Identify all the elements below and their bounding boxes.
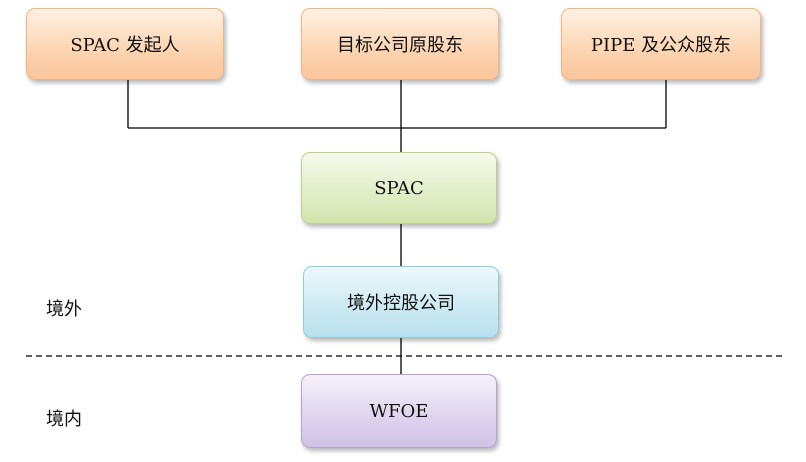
target-shareholders-box: 目标公司原股东 xyxy=(301,8,499,80)
offshore-holding-box: 境外控股公司 xyxy=(303,266,499,338)
onshore-region-label: 境内 xyxy=(46,409,82,430)
sponsor-box: SPAC 发起人 xyxy=(26,8,224,80)
spac-label: SPAC xyxy=(374,177,424,199)
offshore-region-label: 境外 xyxy=(46,299,82,320)
offshore-holding-label: 境外控股公司 xyxy=(347,293,455,314)
spac-box: SPAC xyxy=(301,152,497,224)
pipe-label: PIPE 及公众股东 xyxy=(590,35,732,56)
pipe-box: PIPE 及公众股东 xyxy=(561,8,761,80)
target-shareholders-label: 目标公司原股东 xyxy=(337,35,463,56)
wfoe-label: WFOE xyxy=(369,400,429,422)
wfoe-box: WFOE xyxy=(301,374,497,448)
sponsor-label: SPAC 发起人 xyxy=(70,35,180,56)
